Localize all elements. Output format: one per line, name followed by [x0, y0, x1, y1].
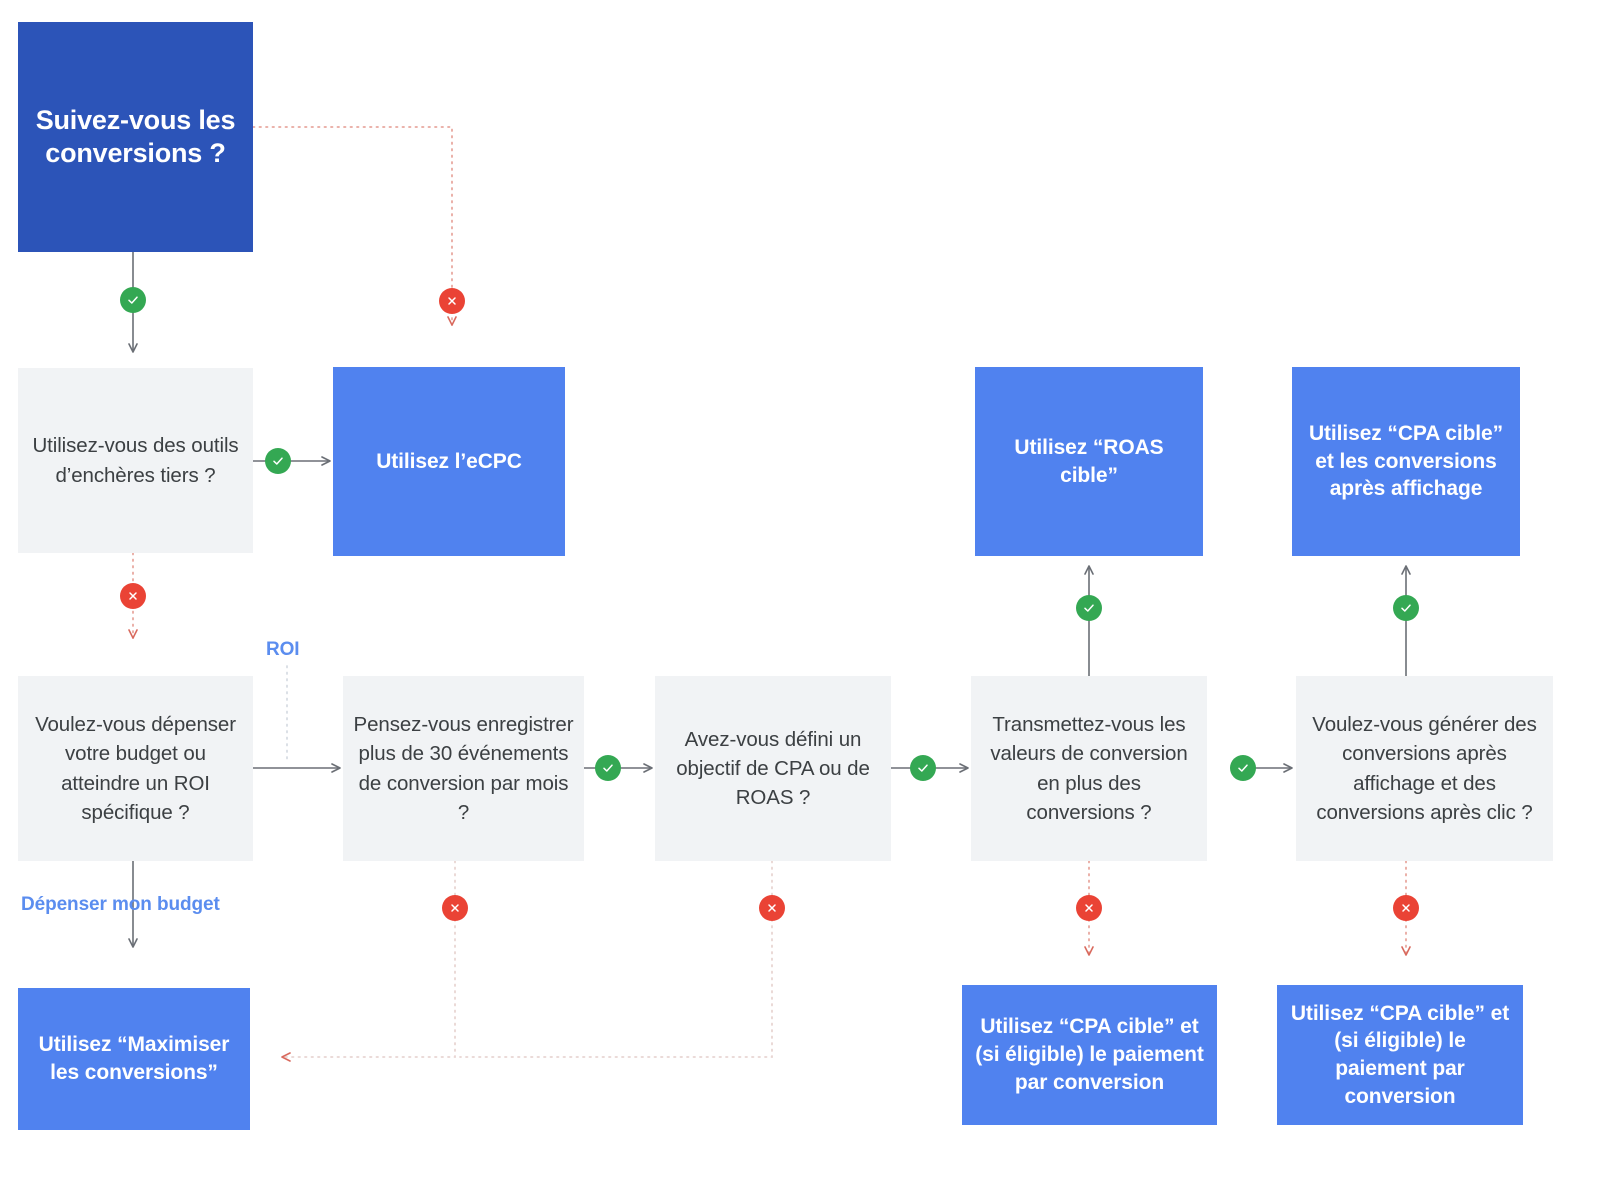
badge-yes-values-to-target-roas	[1076, 595, 1102, 621]
node-start[interactable]: Suivez-vous les conversions ?	[18, 22, 253, 252]
edge-start-to-ecpc	[252, 126, 457, 326]
node-cpa-roas-goal[interactable]: Avez-vous défini un objectif de CPA ou d…	[655, 676, 891, 861]
node-view-through[interactable]: Voulez-vous générer des conversions aprè…	[1296, 676, 1553, 861]
node-target-cpa-view[interactable]: Utilisez “CPA cible” et les conversions …	[1292, 367, 1520, 556]
node-ecpc[interactable]: Utilisez l’eCPC	[333, 367, 565, 556]
edge-label-roi: ROI	[266, 639, 300, 661]
badge-no-thirty-to-maximize	[442, 895, 468, 921]
node-maximize-conversions-label: Utilisez “Maximiser les conversions”	[38, 1033, 230, 1084]
node-conversion-values[interactable]: Transmettez-vous les valeurs de conversi…	[971, 676, 1207, 861]
node-target-cpa-pay-1[interactable]: Utilisez “CPA cible” et (si éligible) le…	[962, 985, 1217, 1125]
node-thirty-events-label: Pensez-vous enregistrer plus de 30 événe…	[353, 713, 574, 824]
node-target-cpa-pay-2[interactable]: Utilisez “CPA cible” et (si éligible) le…	[1277, 985, 1523, 1125]
node-thirty-events[interactable]: Pensez-vous enregistrer plus de 30 événe…	[343, 676, 584, 861]
node-budget-or-roi[interactable]: Voulez-vous dépenser votre budget ou att…	[18, 676, 253, 861]
badge-yes-thirty-to-cpa-roas	[595, 755, 621, 781]
edge-label-spend-budget-text: Dépenser mon budget	[21, 894, 220, 915]
cross-icon	[1402, 904, 1410, 912]
badge-no-third-party-to-budget	[120, 583, 146, 609]
node-target-roas-label: Utilisez “ROAS cible”	[1014, 435, 1164, 487]
cross-icon	[451, 904, 459, 912]
check-icon	[918, 764, 928, 772]
check-icon	[603, 764, 613, 772]
badge-yes-view-through-to-target-cpa-view	[1393, 595, 1419, 621]
badge-yes-start-to-third-party	[120, 287, 146, 313]
badge-yes-third-party-to-ecpc	[265, 448, 291, 474]
badge-no-start-to-ecpc	[439, 288, 465, 314]
node-target-cpa-pay-1-label: Utilisez “CPA cible” et (si éligible) le…	[975, 1015, 1204, 1094]
edge-label-roi-text: ROI	[266, 639, 300, 660]
badge-yes-values-to-view-through	[1230, 755, 1256, 781]
check-icon	[128, 296, 138, 304]
badge-no-values-to-cpa-pay-1	[1076, 895, 1102, 921]
node-target-roas[interactable]: Utilisez “ROAS cible”	[975, 367, 1203, 556]
node-third-party-tools[interactable]: Utilisez-vous des outils d’enchères tier…	[18, 368, 253, 553]
node-target-cpa-view-label: Utilisez “CPA cible” et les conversions …	[1308, 421, 1504, 501]
check-icon	[1084, 604, 1094, 612]
edge-label-spend-budget: Dépenser mon budget	[21, 894, 220, 916]
check-icon	[1401, 604, 1411, 612]
node-cpa-roas-goal-label: Avez-vous défini un objectif de CPA ou d…	[676, 727, 870, 810]
edge-thirty-to-maximize	[281, 860, 456, 1062]
check-icon	[273, 457, 283, 465]
node-target-cpa-pay-2-label: Utilisez “CPA cible” et (si éligible) le…	[1290, 1001, 1510, 1108]
edge-cpa-roas-to-maximize	[459, 860, 773, 1058]
cross-icon	[448, 297, 456, 305]
node-view-through-label: Voulez-vous générer des conversions aprè…	[1312, 713, 1537, 824]
node-budget-or-roi-label: Voulez-vous dépenser votre budget ou att…	[35, 713, 236, 824]
cross-icon	[1085, 904, 1093, 912]
node-maximize-conversions[interactable]: Utilisez “Maximiser les conversions”	[18, 988, 250, 1130]
node-start-label: Suivez-vous les conversions ?	[35, 105, 236, 168]
badge-no-view-through-to-cpa-pay-2	[1393, 895, 1419, 921]
node-third-party-tools-label: Utilisez-vous des outils d’enchères tier…	[32, 434, 239, 487]
cross-icon	[768, 904, 776, 912]
cross-icon	[129, 592, 137, 600]
node-conversion-values-label: Transmettez-vous les valeurs de conversi…	[990, 713, 1188, 824]
node-ecpc-label: Utilisez l’eCPC	[376, 449, 522, 473]
badge-no-cpa-roas-to-maximize	[759, 895, 785, 921]
badge-yes-cpa-roas-to-values	[910, 755, 936, 781]
check-icon	[1238, 764, 1248, 772]
